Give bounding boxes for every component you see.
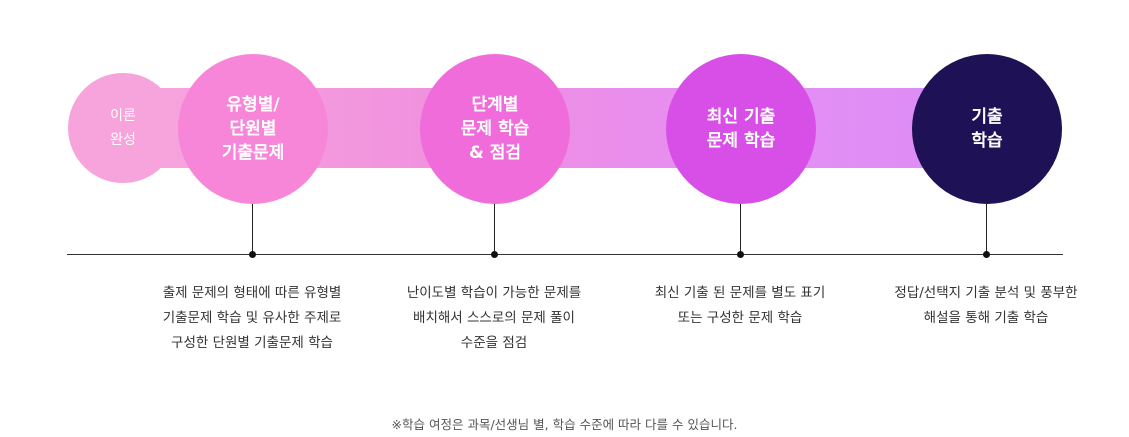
stage-circle-latest: 최신 기출 문제 학습: [666, 54, 816, 204]
timeline-dot: [249, 251, 256, 258]
connector-line: [986, 204, 987, 254]
footnote: ※학습 여정은 과목/선생님 별, 학습 수준에 따라 다를 수 있습니다.: [391, 417, 738, 432]
stage-label: 단계별 문제 학습 & 점검: [460, 95, 530, 163]
stage-description: 난이도별 학습이 가능한 문제를 배치해서 스스로의 문제 풀이 수준을 점검: [406, 285, 582, 351]
timeline-dot: [983, 251, 990, 258]
connector-line: [494, 204, 495, 254]
stage-circle-theory: 이론 완성: [68, 73, 178, 183]
stage-circle-type-unit: 유형별/ 단원별 기출문제: [178, 54, 328, 204]
stage-description: 정답/선택지 기출 분석 및 풍부한 해설을 통해 기출 학습: [894, 285, 1078, 326]
stage-circle-past-exam: 기출 학습: [912, 54, 1062, 204]
connector-line: [252, 204, 253, 254]
stage-label: 유형별/ 단원별 기출문제: [221, 95, 285, 163]
timeline-dot: [737, 251, 744, 258]
stage-label: 이론 완성: [110, 108, 136, 148]
timeline-dot: [491, 251, 498, 258]
stage-label: 최신 기출 문제 학습: [706, 107, 776, 151]
stage-circle-step: 단계별 문제 학습 & 점검: [420, 54, 570, 204]
stage-label: 기출 학습: [971, 107, 1003, 151]
stage-description: 최신 기출 된 문제를 별도 표기 또는 구성한 문제 학습: [654, 285, 826, 326]
connector-line: [740, 204, 741, 254]
stage-description: 출제 문제의 형태에 따른 유형별 기출문제 학습 및 유사한 주제로 구성한 …: [162, 285, 342, 351]
timeline-axis: [67, 254, 1063, 255]
